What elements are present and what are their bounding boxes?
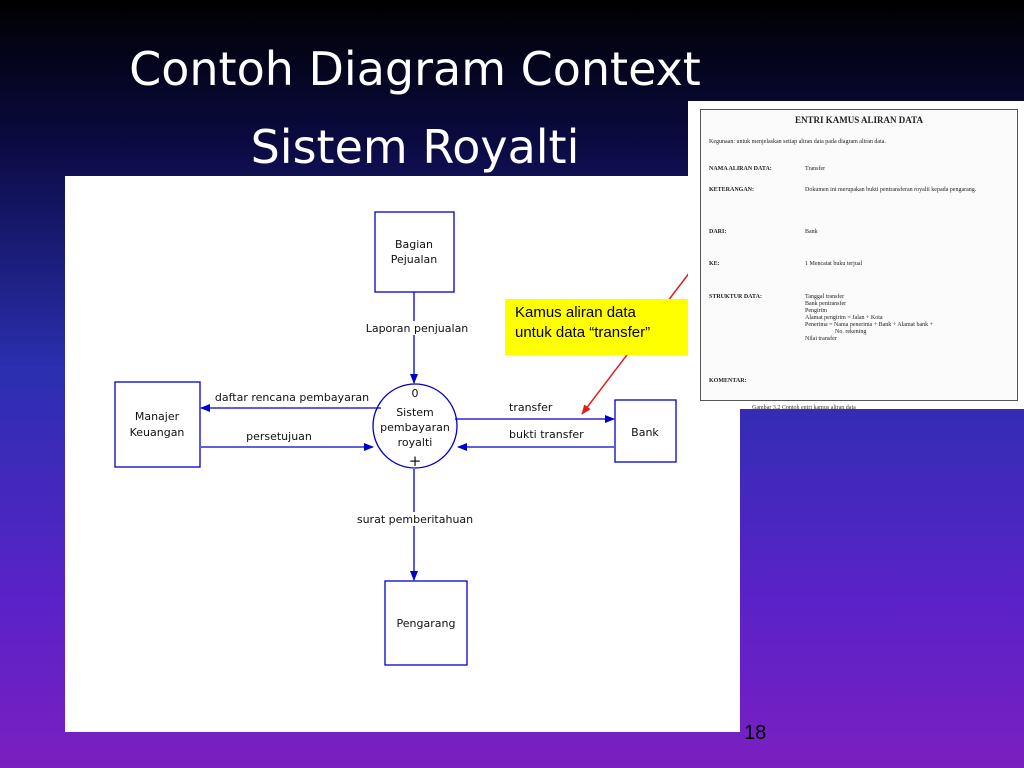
flow-surat-pemberitahuan: surat pemberitahuan: [355, 469, 479, 581]
kamus-row-key: STRUKTUR DATA:: [709, 294, 762, 300]
entity-bank: Bank: [614, 399, 677, 463]
kamus-row-key: KETERANGAN:: [709, 187, 755, 193]
flow-daftar-rencana-pembayaran: daftar rencana pembayaran: [200, 391, 381, 412]
kamus-caption: Gambar 3.2 Contoh entri kamus aliran dat…: [752, 405, 856, 411]
kamus-row-value: Transfer: [805, 166, 826, 172]
process-number: 0: [412, 387, 419, 400]
process-name-line-2: pembayaran: [380, 421, 450, 434]
flow-persetujuan-label: persetujuan: [246, 430, 312, 443]
flow-laporan-penjualan-label: Laporan penjualan: [366, 322, 469, 335]
kamus-row-value: Dokumen ini merupakan bukti pentransfera…: [805, 187, 977, 193]
kamus-row-value: Bank: [805, 229, 818, 235]
process-name-line-1: Sistem: [396, 406, 434, 419]
kamus-row-key: KOMENTAR:: [709, 378, 747, 384]
flow-transfer: transfer: [455, 401, 615, 423]
entity-manajer-keuangan-line-2: Keuangan: [130, 426, 185, 439]
flow-bukti-transfer-label: bukti transfer: [509, 428, 584, 441]
flow-bukti-transfer: bukti transfer: [457, 428, 614, 451]
kamus-row-value: 1 Mencatat buku terjual: [805, 261, 863, 267]
slide-title-line-1: Contoh Diagram Context: [129, 42, 701, 96]
kamus-aliran-data-document: ENTRI KAMUS ALIRAN DATA Kegunaan: untuk …: [688, 101, 1024, 409]
kamus-row-key: DARI:: [709, 229, 727, 235]
entity-pengarang-label: Pengarang: [397, 617, 456, 630]
callout-line-1: Kamus aliran data: [515, 304, 636, 321]
flow-daftar-rencana-pembayaran-label: daftar rencana pembayaran: [215, 391, 369, 404]
context-diagram: Bagian Pejualan Manajer Keuangan Bank Pe…: [114, 211, 694, 666]
entity-bagian-penjualan-line-1: Bagian: [395, 238, 433, 251]
flow-persetujuan: persetujuan: [201, 430, 374, 451]
entity-manajer-keuangan-line-1: Manajer: [135, 410, 180, 423]
kamus-row-key: NAMA ALIRAN DATA:: [709, 166, 772, 172]
flow-surat-pemberitahuan-label: surat pemberitahuan: [357, 513, 473, 526]
entity-manajer-keuangan: Manajer Keuangan: [114, 381, 201, 468]
flow-laporan-penjualan: Laporan penjualan: [361, 292, 471, 384]
slide-title: Contoh Diagram Context Sistem Royalti: [40, 30, 790, 186]
callout-kamus-aliran-data: Kamus aliran data untuk data “transfer”: [505, 299, 691, 355]
page-number: 18: [744, 722, 767, 744]
flow-transfer-label: transfer: [509, 401, 553, 414]
entity-pengarang: Pengarang: [384, 580, 468, 666]
process-sistem-pembayaran-royalti: 0 Sistem pembayaran royalti +: [372, 383, 458, 470]
entity-bagian-penjualan: Bagian Pejualan: [374, 211, 455, 293]
kamus-intro: Kegunaan: untuk menjelaskan setiap alira…: [709, 139, 886, 145]
entity-bank-label: Bank: [631, 426, 659, 439]
kamus-title: ENTRI KAMUS ALIRAN DATA: [795, 115, 923, 125]
entity-bagian-penjualan-line-2: Pejualan: [391, 253, 438, 266]
process-expand-symbol: +: [409, 452, 422, 470]
kamus-row-value: Tanggal transfer Bank pentransfer Pengir…: [805, 294, 933, 342]
process-name-line-3: royalti: [398, 436, 433, 449]
callout-line-2: untuk data “transfer”: [515, 324, 651, 341]
kamus-entry-box: ENTRI KAMUS ALIRAN DATA Kegunaan: untuk …: [700, 109, 1018, 401]
slide-title-line-2: Sistem Royalti: [250, 120, 580, 174]
kamus-row-key: KE:: [709, 261, 720, 267]
context-diagram-panel: Bagian Pejualan Manajer Keuangan Bank Pe…: [65, 176, 740, 732]
